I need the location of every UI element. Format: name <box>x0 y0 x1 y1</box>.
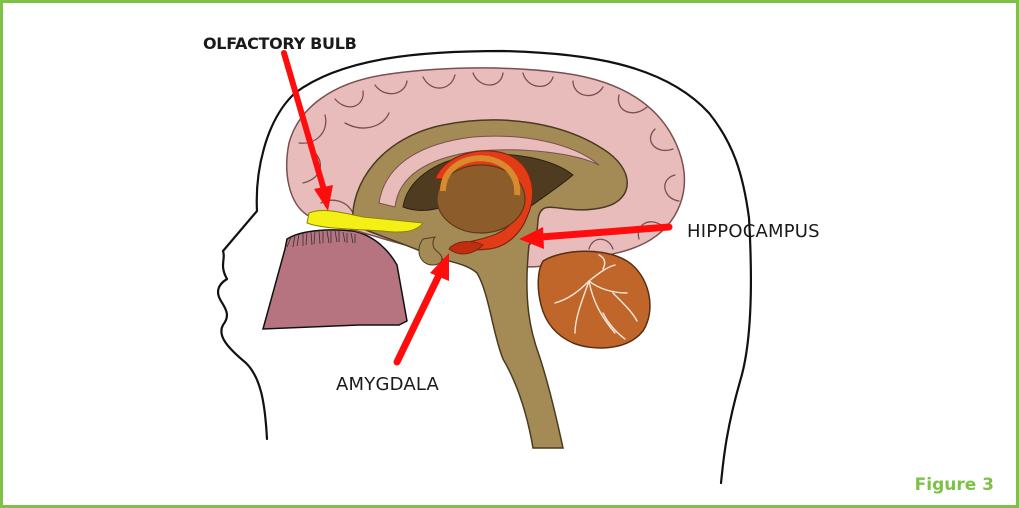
brain-sagittal-diagram <box>3 3 1016 505</box>
label-amygdala: AMYGDALA <box>336 374 439 395</box>
nasal-cavity <box>263 230 407 329</box>
label-olfactory-bulb: OLFACTORY BULB <box>203 34 357 53</box>
figure-caption: Figure 3 <box>915 475 994 495</box>
label-hippocampus: HIPPOCAMPUS <box>687 221 820 242</box>
